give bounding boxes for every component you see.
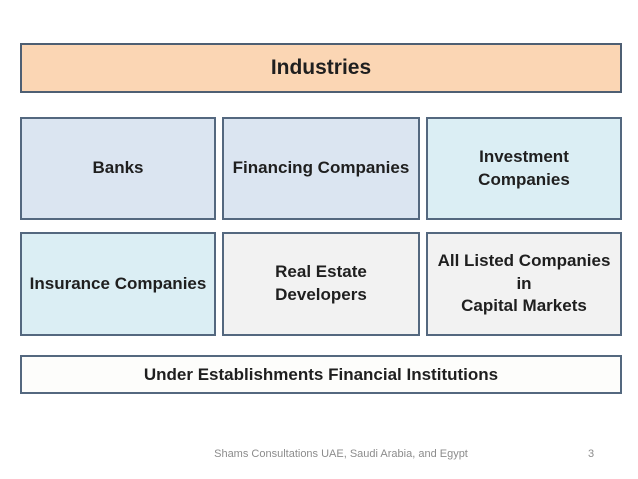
industry-box-banks-label: Banks bbox=[92, 158, 144, 178]
industries-title-box: Industries bbox=[20, 43, 622, 93]
industry-box-investment-companies: Investment Companies bbox=[426, 117, 622, 220]
under-establishments-banner-label: Under Establishments Financial Instituti… bbox=[143, 364, 499, 384]
industry-box-financing-companies-label: Financing Companies bbox=[232, 158, 410, 178]
slide-page-number: 3 bbox=[587, 448, 595, 460]
industry-box-insurance-companies-label: Insurance Companies bbox=[29, 273, 207, 293]
industry-box-investment-companies-label: Investment Companies bbox=[478, 146, 570, 189]
industry-box-banks: Banks bbox=[20, 117, 216, 220]
industry-box-real-estate-developers: Real Estate Developers bbox=[222, 232, 420, 336]
industry-box-real-estate-developers-label: Real Estate Developers bbox=[275, 262, 367, 304]
industries-title-label: Industries bbox=[270, 56, 372, 79]
industry-box-financing-companies: Financing Companies bbox=[222, 117, 420, 220]
industry-box-all-listed-companies: All Listed Companies in Capital Markets bbox=[426, 232, 622, 336]
industry-box-insurance-companies: Insurance Companies bbox=[20, 232, 216, 336]
footer-attribution: Shams Consultations UAE, Saudi Arabia, a… bbox=[214, 448, 468, 460]
industry-box-all-listed-companies-label: All Listed Companies in Capital Markets bbox=[437, 250, 611, 316]
under-establishments-banner: Under Establishments Financial Instituti… bbox=[20, 355, 622, 394]
